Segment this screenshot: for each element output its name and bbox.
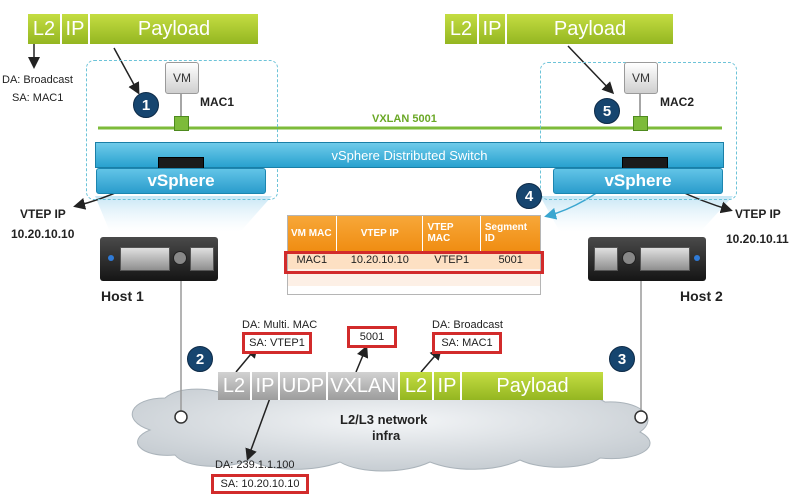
packet-left-ip: IP — [62, 14, 90, 44]
vm-right-mac: MAC2 — [660, 95, 695, 109]
inner-l2-da-label: DA: Broadcast — [432, 319, 503, 331]
vm-left-port — [174, 116, 189, 131]
packet-left: L2 IP Payload — [28, 14, 258, 44]
inner-l2-sa-box: SA: MAC1 — [432, 332, 502, 354]
table-row: MAC1 10.20.10.10 VTEP1 5001 — [287, 251, 541, 269]
vm-left-icon: VM — [165, 62, 199, 94]
table-header-segment-id: Segment ID — [480, 215, 541, 251]
vm-right-port — [633, 116, 648, 131]
vtep-right-label: VTEP IP — [735, 207, 781, 221]
encap-outer-ip: IP — [252, 372, 280, 400]
host1-server — [100, 237, 218, 281]
packet-right-l2: L2 — [445, 14, 479, 44]
encap-inner-ip: IP — [434, 372, 462, 400]
vm-left-mac: MAC1 — [200, 95, 235, 109]
vxlan-id-box: 5001 — [347, 326, 397, 348]
packet-left-l2: L2 — [28, 14, 62, 44]
table-header-vm-mac: VM MAC — [287, 215, 338, 251]
host2-label: Host 2 — [680, 288, 723, 304]
table-cell: MAC1 — [287, 251, 337, 269]
outer-ip-da-label: DA: 239.1.1.100 — [215, 459, 295, 471]
network-label-line1: L2/L3 network — [340, 412, 428, 427]
right-host-projection — [540, 196, 733, 232]
vsphere-left: vSphere — [96, 168, 266, 194]
left-host-projection — [95, 196, 272, 232]
step-4-badge: 4 — [516, 183, 542, 209]
vtep-left-ip: 10.20.10.10 — [11, 227, 75, 241]
frame-da-label: DA: Broadcast — [2, 74, 73, 86]
frame-sa-label: SA: MAC1 — [12, 92, 64, 104]
vxlan-label: VXLAN 5001 — [372, 113, 437, 125]
network-label-line2: infra — [372, 428, 401, 443]
table-cell: 5001 — [480, 251, 541, 269]
host2-server — [588, 237, 706, 281]
host1-frame — [86, 60, 278, 200]
encap-vxlan: VXLAN — [328, 372, 400, 400]
outer-l2-sa-box: SA: VTEP1 — [242, 332, 312, 354]
table-row-highlight — [284, 251, 544, 274]
packet-left-payload: Payload — [90, 14, 258, 44]
outer-l2-da-label: DA: Multi. MAC — [242, 319, 318, 331]
step-3-badge: 3 — [609, 346, 635, 372]
encap-payload: Payload — [462, 372, 603, 400]
packet-right-ip: IP — [479, 14, 507, 44]
vtep-left-label: VTEP IP — [20, 207, 66, 221]
step-1-badge: 1 — [133, 92, 159, 118]
encap-udp: UDP — [280, 372, 328, 400]
vtep-mapping-table: VM MAC VTEP IP VTEP MAC Segment ID MAC1 … — [287, 215, 541, 286]
vsphere-right: vSphere — [553, 168, 723, 194]
step-2-badge: 2 — [187, 346, 213, 372]
table-header-vtep-ip: VTEP IP — [336, 215, 424, 251]
vm-right-icon: VM — [624, 62, 658, 94]
packet-right: L2 IP Payload — [445, 14, 673, 44]
outer-ip-sa-box: SA: 10.20.10.10 — [211, 474, 309, 494]
vtep-right-ip: 10.20.10.11 — [726, 232, 789, 246]
table-header-vtep-mac: VTEP MAC — [422, 215, 481, 251]
host1-label: Host 1 — [101, 288, 144, 304]
encap-outer-l2: L2 — [218, 372, 252, 400]
encap-inner-l2: L2 — [400, 372, 434, 400]
table-cell: VTEP1 — [422, 251, 481, 269]
encapsulated-packet: L2 IP UDP VXLAN L2 IP Payload — [218, 372, 603, 400]
packet-right-payload: Payload — [507, 14, 673, 44]
step-5-badge: 5 — [594, 98, 620, 124]
table-cell: 10.20.10.10 — [336, 251, 423, 269]
